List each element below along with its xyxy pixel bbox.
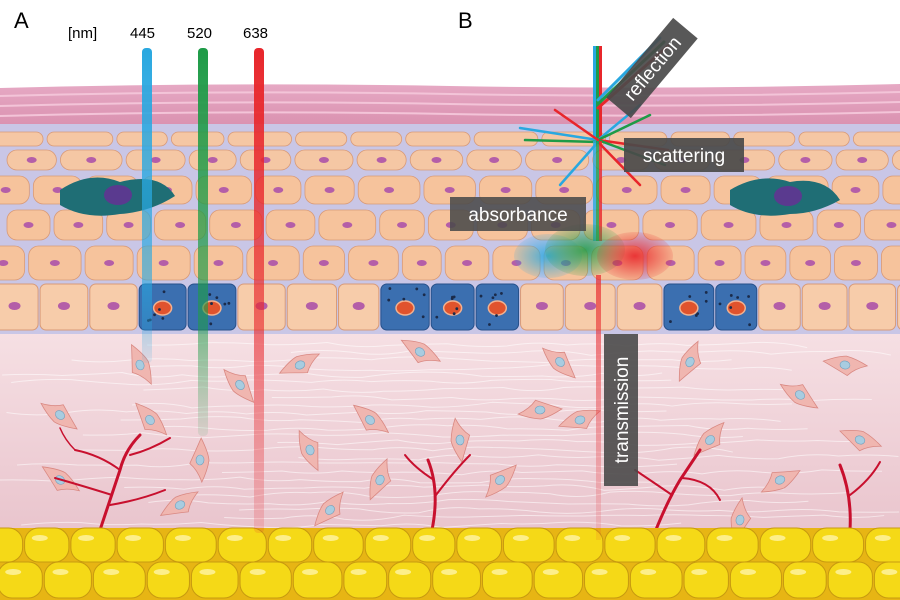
panel-b-label: B	[458, 8, 473, 33]
beam-520	[198, 48, 208, 436]
transmission-beam	[596, 275, 601, 540]
absorbance-red	[597, 232, 673, 280]
svg-text:scattering: scattering	[643, 146, 725, 167]
beam-638	[254, 48, 264, 533]
panel-a-beams	[142, 48, 264, 533]
absorbance-label: absorbance	[450, 197, 586, 231]
wavelength-520-label: 520	[187, 25, 212, 42]
wavelength-445-label: 445	[130, 25, 155, 42]
beam-445	[142, 48, 152, 363]
svg-text:transmission: transmission	[612, 357, 633, 464]
svg-text:absorbance: absorbance	[468, 205, 567, 226]
unit-label: [nm]	[68, 25, 97, 42]
scattering-label: scattering	[624, 138, 744, 172]
subcutaneous-fat	[0, 527, 900, 600]
panel-a-label: A	[14, 8, 29, 33]
stratum-corneum	[0, 84, 900, 130]
transmission-label: transmission	[604, 334, 638, 486]
capillaries	[54, 427, 881, 547]
wavelength-638-label: 638	[243, 25, 268, 42]
